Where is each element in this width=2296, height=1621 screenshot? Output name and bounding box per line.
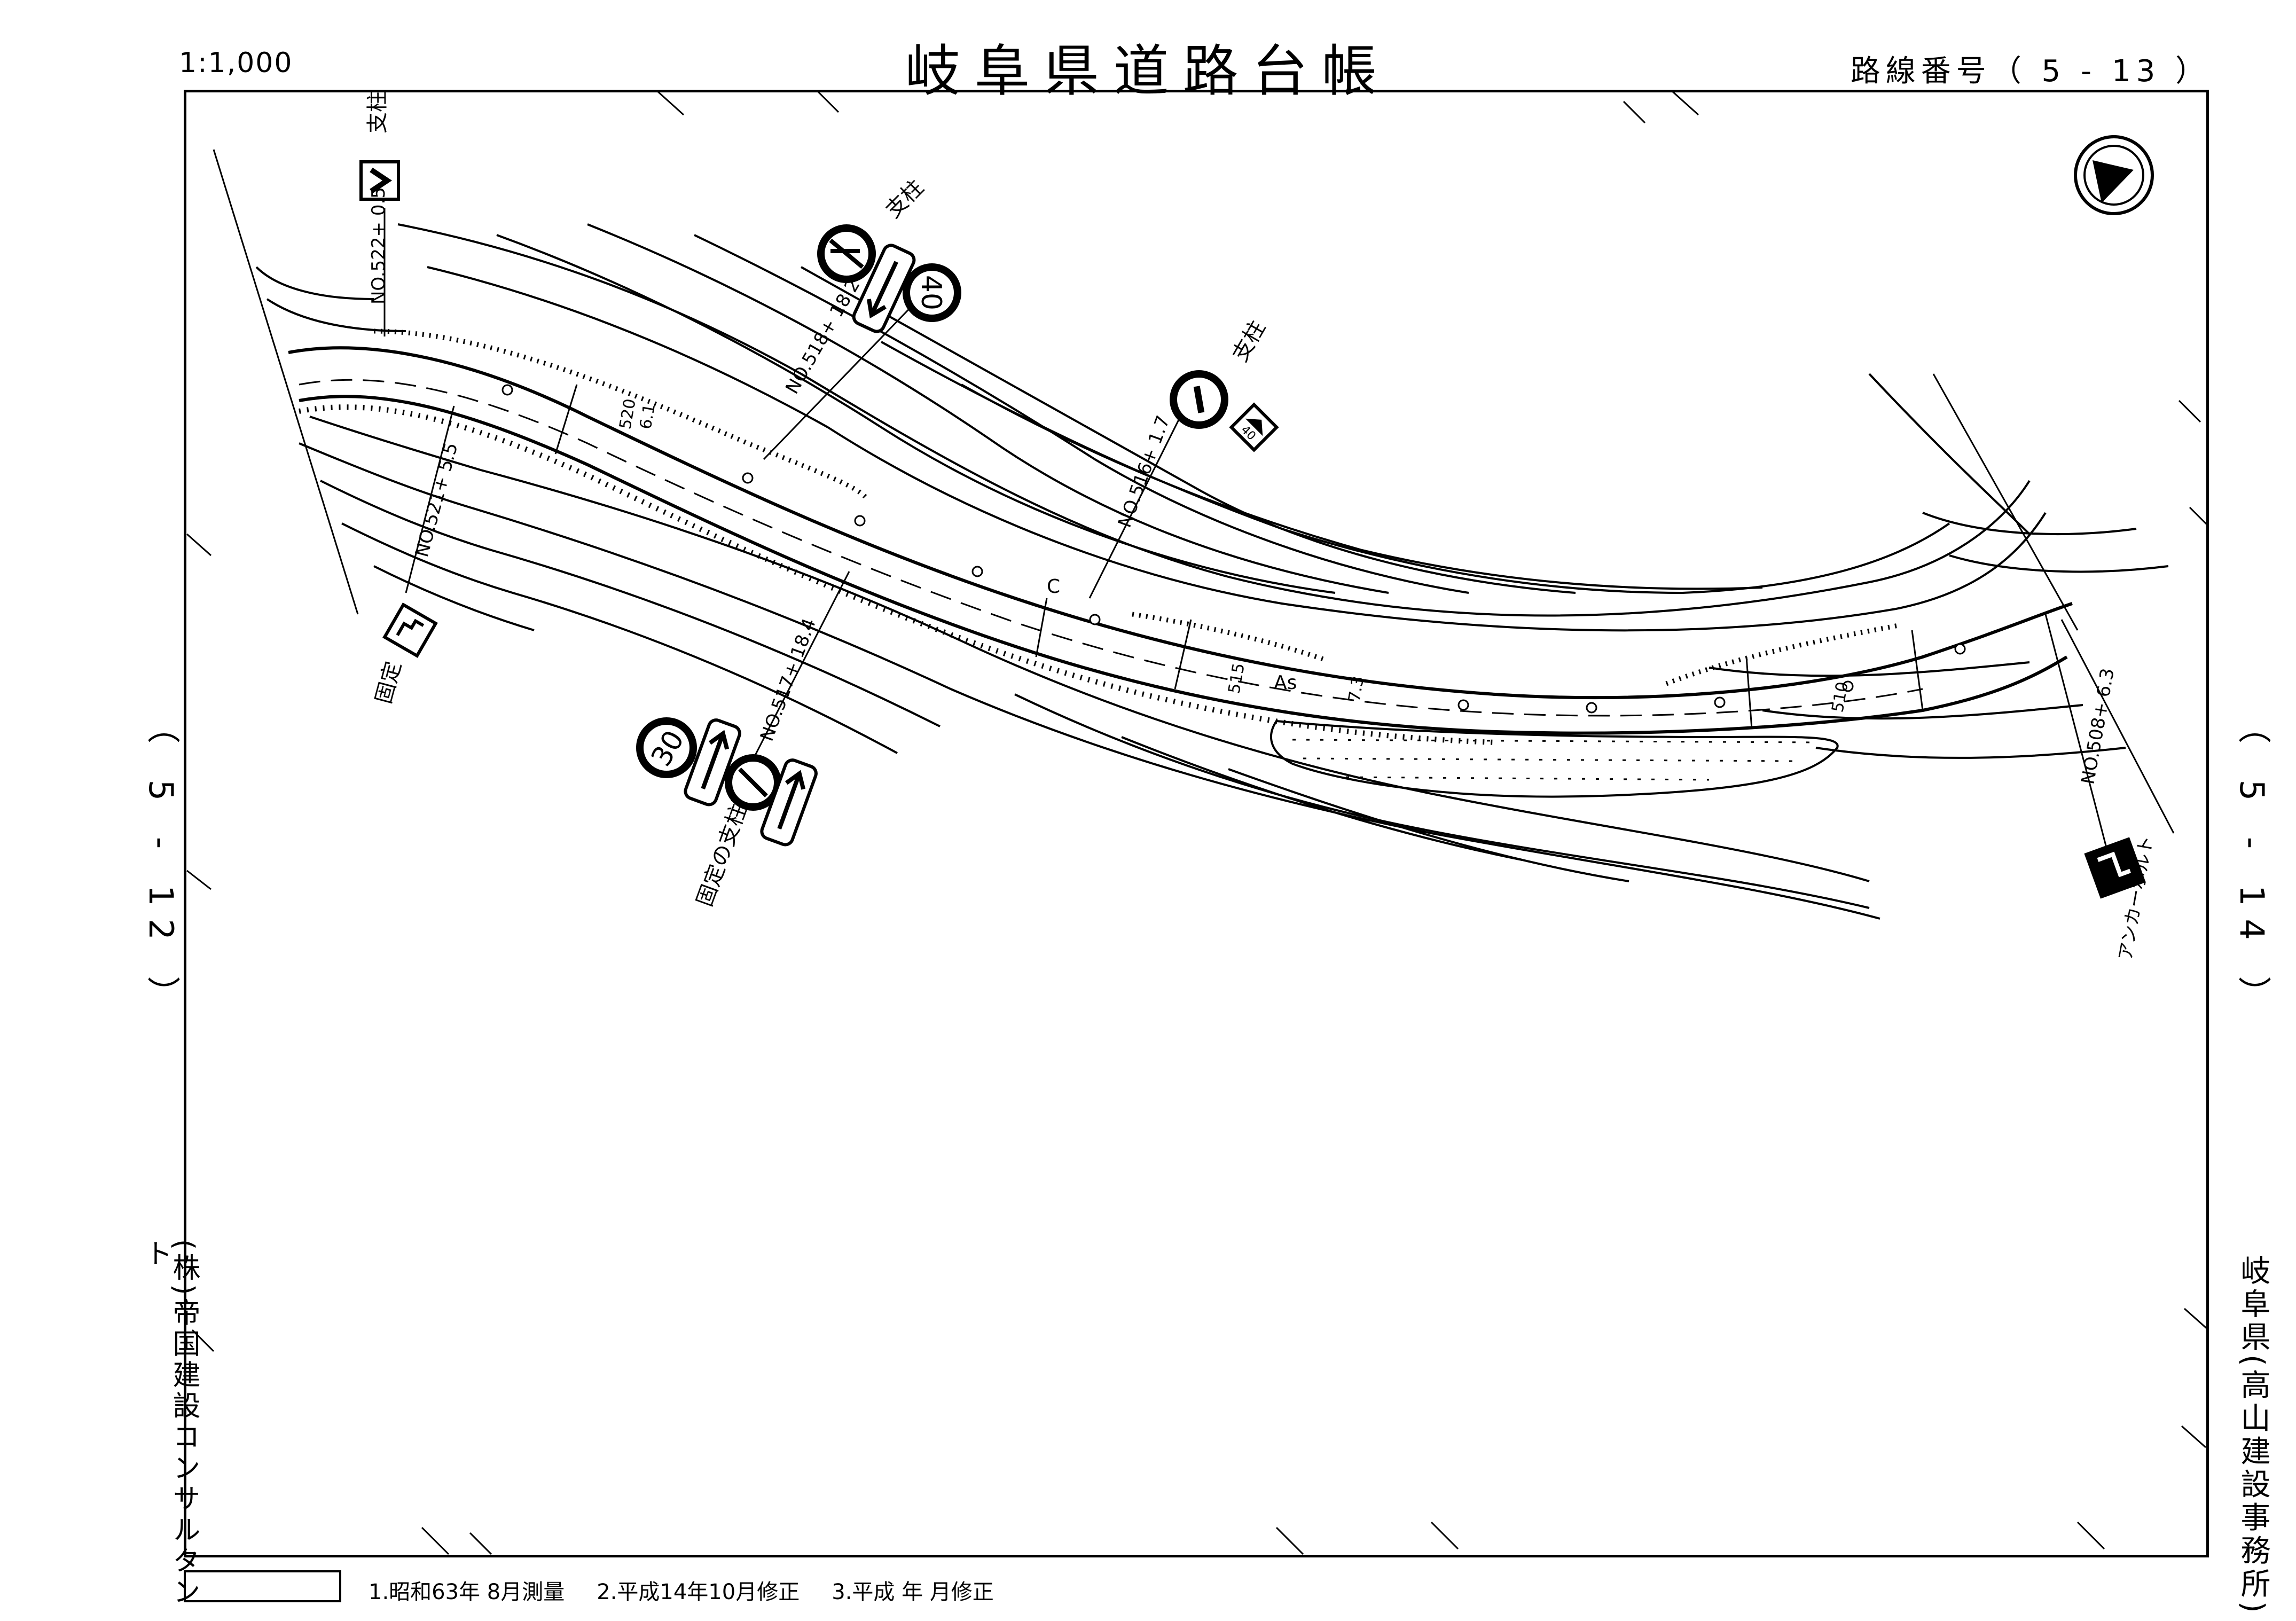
width-label-2: 7.3 [1345, 675, 1368, 703]
revision-item-3: 3.平成 年 月修正 [832, 1580, 994, 1604]
fixed-label: 固定 [371, 659, 406, 706]
boundary-lines [213, 149, 2175, 834]
company-name: (株)帝国建設コンサルタント [140, 1239, 200, 1608]
grid-ticks [186, 90, 2209, 1555]
left-sheet-reference: （ 5 - 12 ） [142, 710, 181, 1022]
contour-lines [255, 223, 2169, 920]
height-limit-plate-icon: 40 [1229, 402, 1279, 452]
pavement-label: As [1274, 672, 1297, 694]
station-label-5: NO.517+ 18.4 [756, 615, 820, 744]
no-overtake-sign-icon [817, 224, 876, 283]
revision-history: 1.昭和63年 8月測量 2.平成14年10月修正 3.平成 年 月修正 [369, 1575, 994, 1606]
one-way-arrow-sign-icon [852, 244, 916, 333]
post-label-3: 支柱 [1228, 317, 1271, 366]
station-label-1: NO.522+ 0.5 [368, 187, 389, 304]
post-label-1: 支柱 [365, 91, 390, 134]
elevation-label-510: 510 [1828, 680, 1852, 714]
up-arrow-sign-icon-2 [760, 758, 818, 847]
map-frame [184, 90, 2209, 1557]
no-entry-sign-icon [1170, 370, 1228, 429]
route-number: 路線番号（ 5 - 13 ） [1850, 54, 2211, 89]
leader-lines [383, 208, 2111, 860]
station-label-2: NO.521+ 5.5 [411, 441, 463, 560]
fixed-post-label: 固定の支柱 [692, 801, 752, 910]
curve-label: C [1047, 576, 1060, 598]
north-arrow-icon [2074, 135, 2154, 215]
map-scale: 1:1,000 [179, 47, 293, 79]
anchor-bolt-sign-icon [2084, 837, 2146, 899]
up-arrow-sign-icon-1 [684, 718, 741, 806]
revision-item-2: 2.平成14年10月修正 [597, 1580, 800, 1604]
hatched-area [1270, 719, 1839, 798]
page-title: 岐阜県道路台帳 [905, 38, 1391, 104]
speed-limit-40-label: 40 [915, 275, 947, 310]
chevron-sign-icon [359, 160, 400, 201]
map-labels: 支柱 NO.522+ 0.5 NO.521+ 5.5 支柱 NO.518+ 18… [365, 91, 2158, 962]
right-sheet-reference: （ 5 - 14 ） [2232, 710, 2271, 1022]
elevation-label-515: 515 [1225, 662, 1248, 695]
width-label-1: 6.1 [636, 402, 659, 430]
station-label-6: NO.508+ 6.3 [2077, 667, 2119, 786]
no-uturn-sign-icon [725, 754, 781, 811]
stamp-box [184, 1570, 341, 1602]
curve-warning-sign-icon [382, 602, 438, 658]
revision-item-1: 1.昭和63年 8月測量 [369, 1580, 565, 1604]
speed-limit-40-sign-icon: 40 [903, 263, 961, 322]
post-label-2: 支柱 [881, 175, 929, 223]
survey-points [501, 384, 1966, 714]
station-label-3: NO.518+ 18.2 [781, 275, 864, 397]
speed-limit-30-sign-icon: 30 [636, 717, 697, 778]
office-name: 岐阜県(高山建設事務所) [2236, 1255, 2270, 1616]
